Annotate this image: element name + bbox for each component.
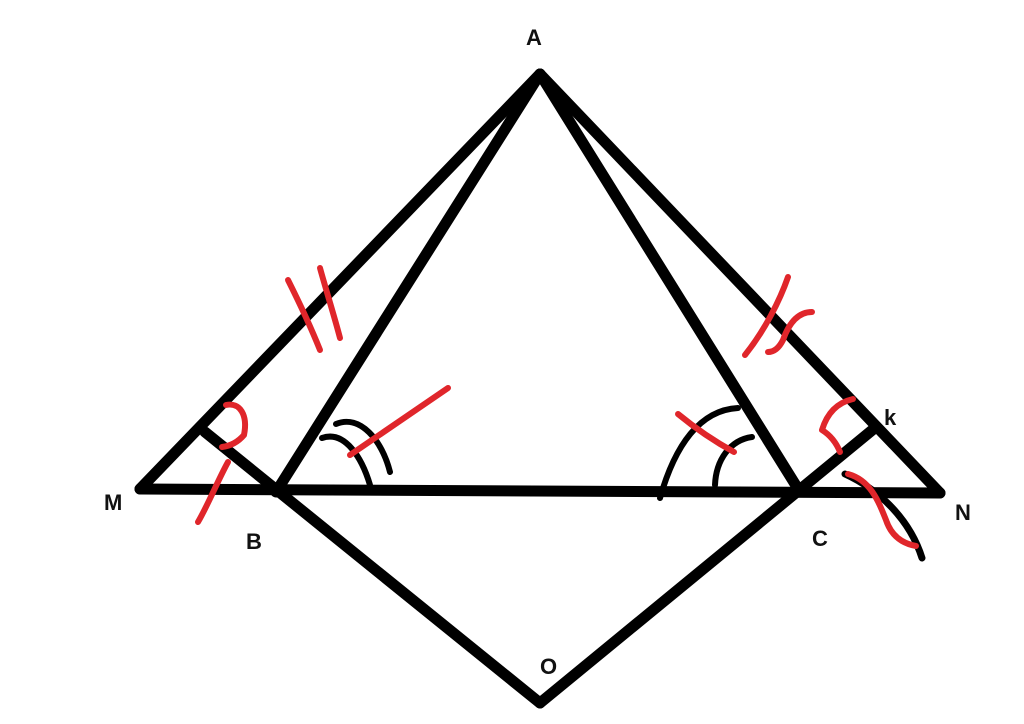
segment-ab (270, 68, 546, 498)
label-a: A (526, 25, 542, 50)
segment-ac (534, 68, 806, 498)
label-b: B (246, 529, 262, 554)
label-m: M (104, 490, 122, 515)
angle-arc-c-inner (712, 434, 755, 488)
right-angle-mark-k (819, 396, 856, 455)
label-k: k (884, 405, 897, 430)
equal-tick-am-2 (317, 265, 343, 341)
angle-arc-c-outer (657, 405, 741, 501)
label-n: N (955, 500, 971, 525)
right-angle-mark-h (219, 401, 248, 450)
angle-arc-b-inner (319, 433, 373, 488)
tick-mark-kn (845, 471, 919, 549)
angle-tick-c (675, 411, 737, 455)
segment-mn (134, 483, 946, 499)
segment-co (534, 421, 882, 709)
equal-tick-am-1 (285, 277, 323, 353)
equal-tick-an-2 (765, 309, 815, 355)
label-c: C (812, 526, 828, 551)
segment-am (134, 68, 546, 495)
label-o: O (540, 654, 557, 679)
segment-bo (199, 426, 546, 709)
tick-mark-mh (195, 459, 231, 525)
angle-arc-b-outer (333, 419, 393, 475)
angle-tick-b (347, 385, 451, 458)
equal-tick-an-1 (742, 274, 791, 358)
